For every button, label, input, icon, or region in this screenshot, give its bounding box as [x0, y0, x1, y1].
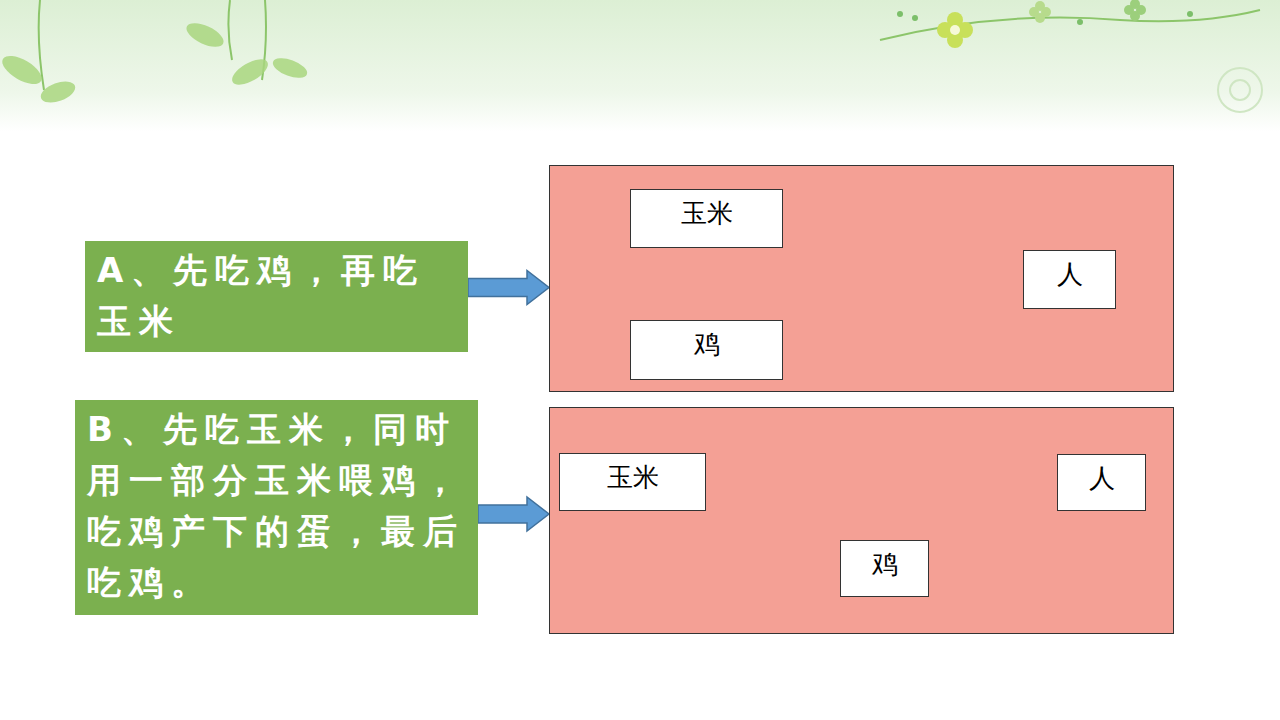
node-text: A、先吃鸡，再吃玉米 — [97, 245, 460, 347]
consumer-box: 人 — [1057, 454, 1146, 511]
node-text: 鸡 — [847, 549, 922, 580]
food-box: 鸡 — [840, 540, 929, 597]
leaves — [0, 18, 310, 106]
node-text: 玉米 — [637, 198, 776, 229]
food-box: 玉米 — [630, 189, 783, 248]
node-text: 鸡 — [637, 329, 776, 360]
header-band — [0, 0, 1280, 132]
block-arrow — [468, 271, 549, 305]
block-arrow — [478, 497, 549, 531]
option-box: A、先吃鸡，再吃玉米 — [85, 241, 468, 352]
food-box: 鸡 — [630, 320, 783, 380]
flow-panel: 玉米 人鸡 — [549, 407, 1174, 634]
node-text: 人 — [1030, 259, 1109, 290]
consumer-box: 人 — [1023, 250, 1116, 309]
leaf-stems — [39, 0, 1260, 90]
flowers — [897, 0, 1262, 112]
node-text: B、先吃玉米，同时用一部分玉米喂鸡，吃鸡产下的蛋，最后吃鸡。 — [87, 404, 470, 608]
flow-panel: 玉米人鸡 — [549, 165, 1174, 392]
header-decoration — [0, 0, 1280, 135]
node-text: 玉米 — [566, 462, 699, 493]
node-text: 人 — [1064, 463, 1139, 494]
option-box: B、先吃玉米，同时用一部分玉米喂鸡，吃鸡产下的蛋，最后吃鸡。 — [75, 400, 478, 615]
food-box: 玉米 — [559, 453, 706, 511]
